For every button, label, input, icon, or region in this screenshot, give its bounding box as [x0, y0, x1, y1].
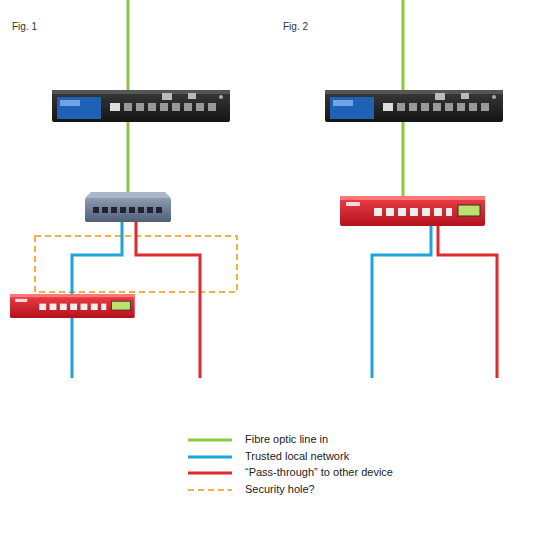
legend-text: “Pass-through” to other device — [245, 466, 393, 479]
figure-label: Fig. 1 — [12, 20, 37, 33]
figure-label: Fig. 2 — [283, 20, 308, 33]
legend-line — [188, 439, 232, 442]
legend-text: Security hole? — [245, 483, 315, 496]
legend-line — [188, 472, 232, 475]
legend-line — [188, 456, 232, 459]
legend-line — [188, 489, 232, 491]
legend-text: Fibre optic line in — [245, 433, 328, 446]
legend-text: Trusted local network — [245, 450, 349, 463]
